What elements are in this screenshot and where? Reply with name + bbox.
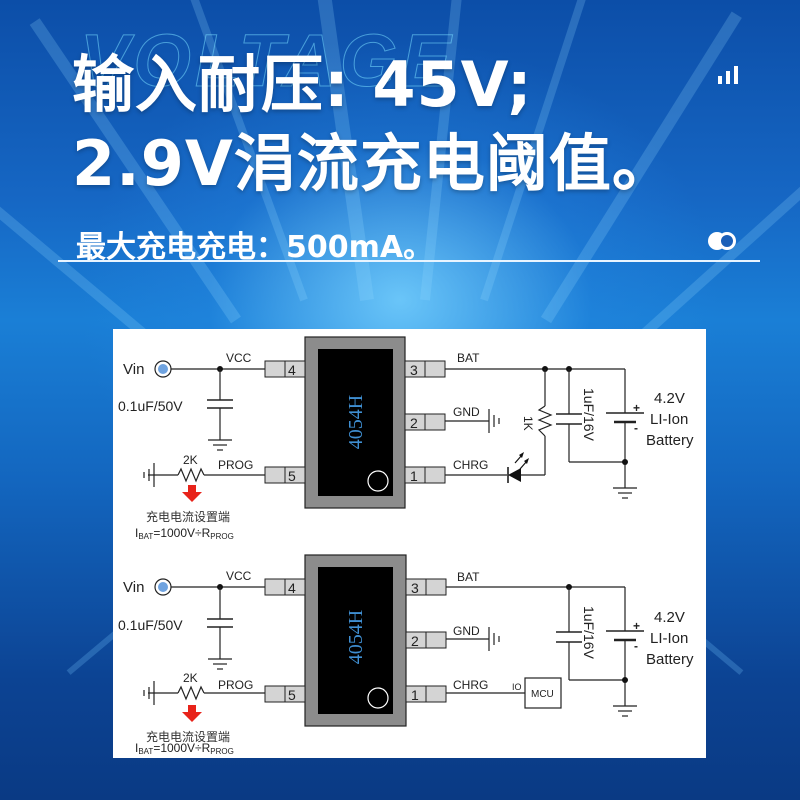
pin-4: 4 bbox=[288, 362, 296, 378]
battery-label: Battery bbox=[646, 651, 694, 668]
vcc-label: VCC bbox=[226, 569, 252, 583]
gnd-label: GND bbox=[453, 405, 480, 419]
vin-terminal-icon bbox=[154, 360, 172, 378]
svg-text:+: + bbox=[633, 619, 640, 633]
bat-label: BAT bbox=[457, 351, 480, 365]
chip-4054h: 4054H 4 5 3 2 1 bbox=[264, 554, 447, 727]
led-icon bbox=[507, 452, 529, 483]
svg-text:-: - bbox=[634, 639, 638, 653]
pin-4: 4 bbox=[288, 580, 296, 596]
schematic-panel: Vin VCC 0.1uF/50V 2K PROG bbox=[113, 329, 706, 758]
battery-label: Battery bbox=[646, 432, 694, 449]
chip-label: 4054H bbox=[345, 610, 367, 664]
vcc-label: VCC bbox=[226, 351, 252, 365]
vin-label: Vin bbox=[123, 361, 144, 378]
diagram-mcu-indicator: Vin VCC 0.1uF/50V 2K PROG 充电电 bbox=[118, 554, 694, 756]
input-capacitor-label: 0.1uF/50V bbox=[118, 398, 183, 414]
mcu-label: MCU bbox=[531, 689, 554, 700]
red-arrow-icon bbox=[182, 485, 202, 502]
battery-type: LI-Ion bbox=[650, 630, 688, 647]
bat-label: BAT bbox=[457, 570, 480, 584]
pin-1: 1 bbox=[411, 687, 419, 703]
gnd-label: GND bbox=[453, 624, 480, 638]
pin-2: 2 bbox=[410, 415, 418, 431]
formula: IBAT=1000V÷RPROG bbox=[135, 526, 234, 541]
mcu-block: MCU bbox=[524, 677, 562, 709]
header-divider bbox=[58, 260, 760, 262]
subtitle-max-current: 最大充电充电：500mA。 bbox=[76, 230, 434, 265]
output-capacitor-label: 1uF/16V bbox=[581, 388, 597, 442]
schematic-svg: Vin VCC 0.1uF/50V 2K PROG bbox=[118, 336, 694, 756]
headline-input-voltage: 输入耐压: 45V; bbox=[72, 48, 533, 121]
prog-label: PROG bbox=[218, 678, 253, 692]
led-resistor-icon bbox=[537, 405, 553, 437]
input-capacitor-label: 0.1uF/50V bbox=[118, 617, 183, 633]
formula: IBAT=1000V÷RPROG bbox=[135, 741, 234, 756]
prog-resistor-value: 2K bbox=[183, 671, 198, 685]
output-capacitor-label: 1uF/16V bbox=[581, 606, 597, 660]
red-arrow-icon bbox=[182, 705, 202, 722]
diagram-led-indicator: Vin VCC 0.1uF/50V 2K PROG bbox=[118, 336, 694, 541]
battery-type: LI-Ion bbox=[650, 411, 688, 428]
svg-text:-: - bbox=[634, 421, 638, 435]
pin-3: 3 bbox=[410, 362, 418, 378]
battery-voltage: 4.2V bbox=[654, 390, 685, 407]
pin-1: 1 bbox=[410, 468, 418, 484]
pin-5: 5 bbox=[288, 687, 296, 703]
headline-trickle-threshold: 2.9V涓流充电阈值。 bbox=[72, 127, 675, 200]
prog-label: PROG bbox=[218, 458, 253, 472]
signal-bars-icon bbox=[718, 66, 742, 84]
battery-voltage: 4.2V bbox=[654, 609, 685, 626]
mcu-io-label: IO bbox=[512, 682, 522, 692]
chip-label: 4054H bbox=[345, 395, 367, 449]
pin-2: 2 bbox=[411, 633, 419, 649]
chip-4054h: 4054H 4 5 3 2 1 bbox=[264, 336, 446, 509]
pin-3: 3 bbox=[411, 580, 419, 596]
prog-resistor-icon bbox=[177, 685, 205, 701]
toggle-circles-icon bbox=[708, 232, 738, 250]
pin-5: 5 bbox=[288, 468, 296, 484]
prog-resistor-value: 2K bbox=[183, 453, 198, 467]
prog-note: 充电电流设置端 bbox=[146, 729, 230, 744]
watermark-text: VOLTAGE bbox=[80, 19, 455, 103]
prog-note: 充电电流设置端 bbox=[146, 509, 230, 524]
vin-terminal-icon bbox=[154, 578, 172, 596]
vin-label: Vin bbox=[123, 579, 144, 596]
prog-resistor-icon bbox=[177, 467, 205, 483]
svg-text:+: + bbox=[633, 401, 640, 415]
chrg-label: CHRG bbox=[453, 678, 488, 692]
chrg-label: CHRG bbox=[453, 458, 488, 472]
led-resistor-value: 1K bbox=[521, 416, 535, 431]
